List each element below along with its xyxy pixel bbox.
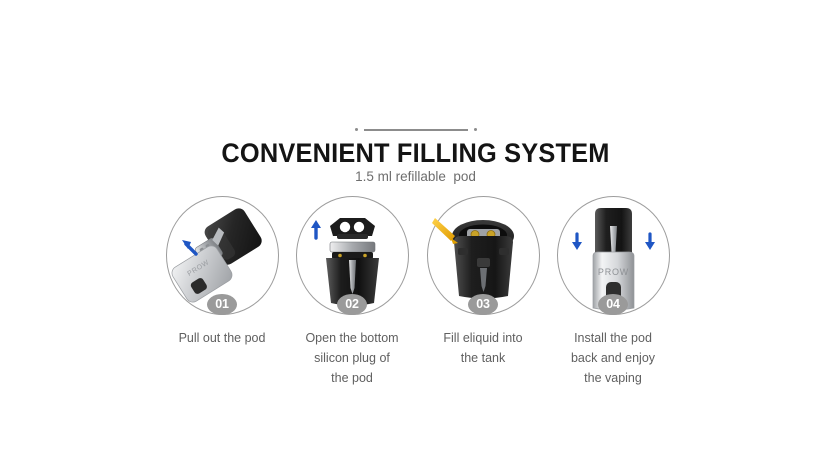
step-badge-03: 03 (468, 294, 498, 315)
step-illustration-02: 02 (272, 196, 432, 318)
pod-open-with-dropper-filling-icon (431, 218, 514, 299)
step-badge-04: 04 (598, 294, 628, 315)
page-title: CONVENIENT FILLING SYSTEM (221, 138, 610, 168)
step-badge-01: 01 (207, 294, 237, 315)
arrow-down-pair-icon (571, 232, 655, 250)
dot-line-dot-divider (0, 128, 831, 131)
dropper-nozzle-icon (431, 218, 458, 244)
arrow-up-icon (310, 220, 321, 240)
divider-dot-right (473, 128, 477, 131)
steps-row: PROW 01 Pull out the pod (0, 196, 831, 396)
step-illustration-03: 03 (403, 196, 563, 318)
step-illustration-01: PROW 01 (142, 196, 302, 318)
step-item-03: 03 Fill eliquid into the tank (403, 196, 563, 368)
step-badge-02: 02 (337, 294, 367, 315)
step-caption-04: Install the pod back and enjoy the vapin… (570, 331, 656, 385)
pod-inverted-with-silicon-plug-removed-icon (310, 218, 379, 306)
divider-dot-left (354, 128, 358, 131)
device-body-and-pod-separating-icon: PROW (171, 208, 262, 303)
step-caption-02: Open the bottom silicon plug of the pod (305, 331, 399, 385)
step-illustration-04: PROW 04 (533, 196, 693, 318)
divider-bar (363, 128, 468, 131)
step-caption-03: Fill eliquid into the tank (443, 331, 523, 365)
arrow-diagonal-up-left-icon (181, 240, 198, 256)
step-caption-01: Pull out the pod (178, 331, 266, 345)
svg-text:PROW: PROW (597, 267, 628, 277)
step-item-02: 02 Open the bottom silicon plug of the p… (272, 196, 432, 388)
page-subtitle: 1.5 ml refillable pod (355, 169, 476, 184)
step-item-01: PROW 01 Pull out the pod (142, 196, 302, 348)
silicon-plug-icon (329, 218, 375, 239)
step-item-04: PROW 04 Install the pod back and enjoy t… (533, 196, 693, 388)
